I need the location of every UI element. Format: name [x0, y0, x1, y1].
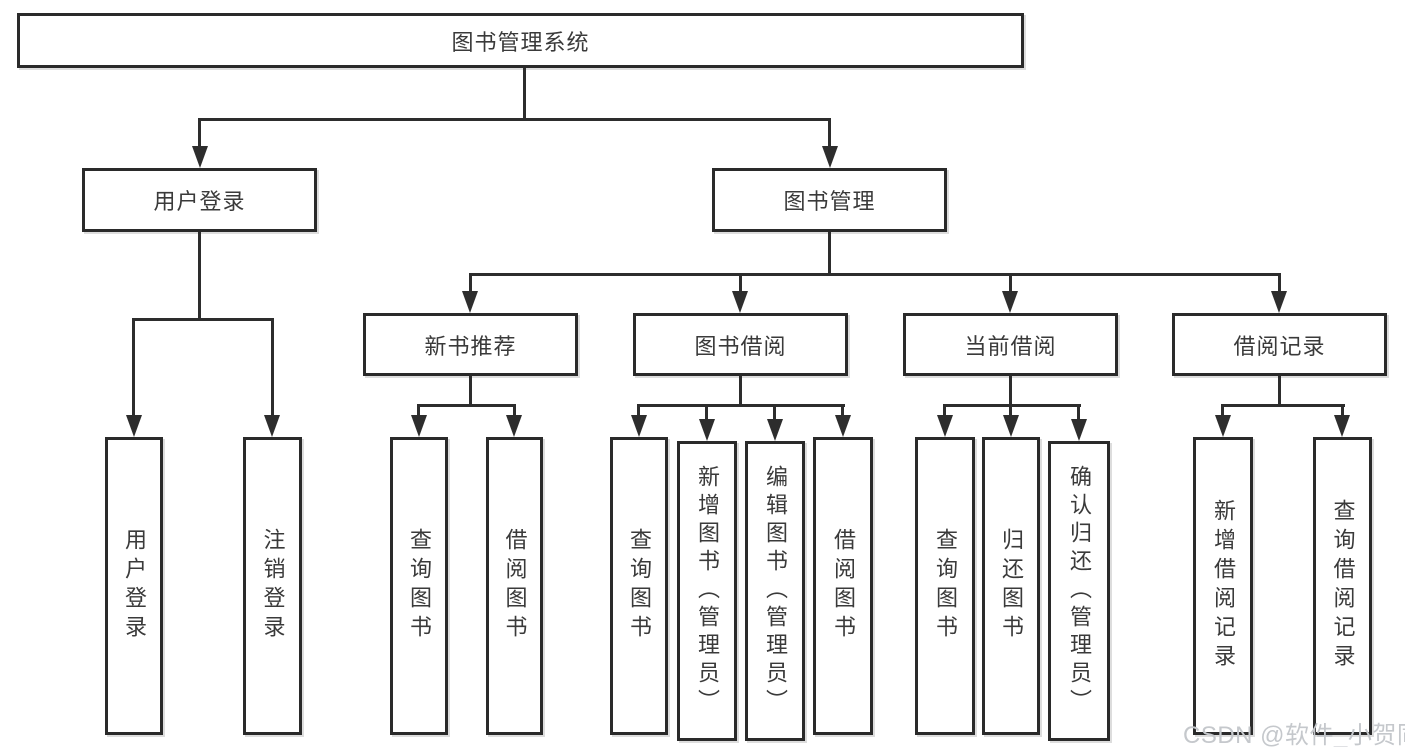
arrow-down-icon — [822, 146, 838, 168]
connector-line — [469, 273, 472, 293]
connector-line — [198, 118, 201, 148]
arrow-down-icon — [192, 146, 208, 168]
connector-line — [739, 273, 742, 293]
node-user-login: 用户登录 — [82, 168, 317, 232]
connector-line — [271, 318, 274, 417]
connector-line — [705, 404, 708, 421]
leaf-add-book-admin: 新增图书（管理员） — [677, 441, 737, 741]
connector-line — [1009, 404, 1012, 417]
connector-line — [469, 273, 1281, 276]
arrow-down-icon — [699, 419, 715, 441]
connector-line — [773, 404, 776, 421]
connector-line — [132, 318, 135, 417]
leaf-logout: 注销登录 — [243, 437, 302, 735]
connector-line — [513, 404, 516, 417]
arrow-down-icon — [835, 415, 851, 437]
node-library-system: 图书管理系统 — [17, 13, 1024, 68]
connector-line — [1009, 376, 1012, 404]
leaf-query-books-current: 查询图书 — [915, 437, 975, 735]
csdn-watermark: CSDN @软件_小贺同学 — [1183, 722, 1405, 747]
leaf-query-books-recommend: 查询图书 — [390, 437, 448, 735]
arrow-down-icon — [631, 415, 647, 437]
arrow-down-icon — [1003, 415, 1019, 437]
connector-line — [1009, 273, 1012, 293]
leaf-add-borrow-record: 新增借阅记录 — [1193, 437, 1253, 735]
arrow-down-icon — [1002, 291, 1018, 313]
connector-line — [1278, 376, 1281, 404]
node-new-book-recommend: 新书推荐 — [363, 313, 578, 376]
leaf-return-book: 归还图书 — [982, 437, 1040, 735]
connector-line — [739, 376, 742, 404]
connector-line — [417, 404, 420, 417]
connector-line — [1341, 404, 1344, 417]
arrow-down-icon — [411, 415, 427, 437]
connector-line — [417, 404, 516, 407]
arrow-down-icon — [126, 415, 142, 437]
node-current-borrow: 当前借阅 — [903, 313, 1118, 376]
connector-line — [828, 232, 831, 273]
connector-line — [1077, 404, 1080, 421]
connector-line — [943, 404, 946, 417]
connector-line — [132, 318, 274, 321]
arrow-down-icon — [732, 291, 748, 313]
leaf-confirm-return-admin: 确认归还（管理员） — [1048, 441, 1110, 741]
connector-line — [828, 118, 831, 148]
leaf-borrow-books-borrow: 借阅图书 — [813, 437, 873, 735]
leaf-edit-book-admin: 编辑图书（管理员） — [745, 441, 805, 741]
arrow-down-icon — [767, 419, 783, 441]
node-book-management: 图书管理 — [712, 168, 947, 232]
connector-line — [637, 404, 845, 407]
leaf-borrow-books-recommend: 借阅图书 — [486, 437, 543, 735]
arrow-down-icon — [1334, 415, 1350, 437]
arrow-down-icon — [506, 415, 522, 437]
connector-line — [469, 376, 472, 404]
connector-line — [637, 404, 640, 417]
connector-line — [1221, 404, 1345, 407]
leaf-query-borrow-record: 查询借阅记录 — [1313, 437, 1372, 735]
connector-line — [1221, 404, 1224, 417]
arrow-down-icon — [937, 415, 953, 437]
connector-line — [198, 118, 831, 121]
connector-line — [198, 232, 201, 318]
node-borrow-records: 借阅记录 — [1172, 313, 1387, 376]
connector-line — [1278, 273, 1281, 293]
arrow-down-icon — [1271, 291, 1287, 313]
connector-line — [943, 404, 1081, 407]
arrow-down-icon — [1215, 415, 1231, 437]
leaf-user-login: 用户登录 — [105, 437, 163, 735]
arrow-down-icon — [264, 415, 280, 437]
connector-line — [523, 68, 526, 118]
leaf-query-books-borrow: 查询图书 — [610, 437, 668, 735]
node-book-borrow: 图书借阅 — [633, 313, 848, 376]
connector-line — [841, 404, 844, 417]
arrow-down-icon — [1071, 419, 1087, 441]
arrow-down-icon — [462, 291, 478, 313]
